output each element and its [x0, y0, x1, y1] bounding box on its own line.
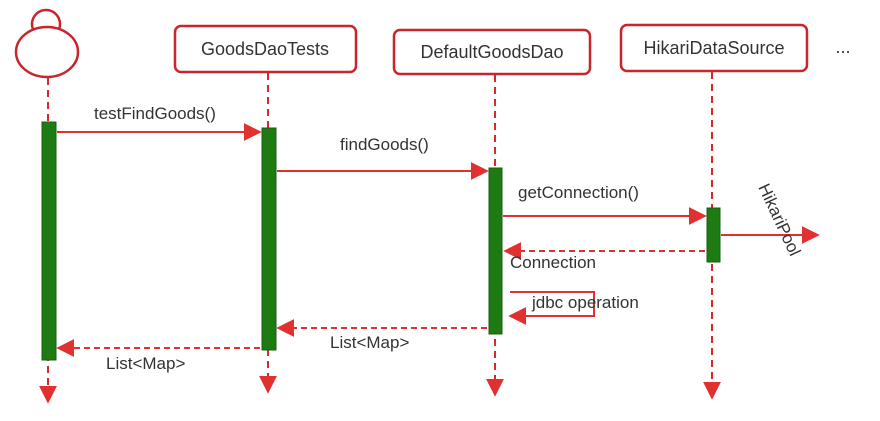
activation-bar-goodsdaotests — [261, 127, 277, 351]
message-label-findgoods: findGoods() — [340, 135, 429, 154]
return-label-connection: Connection — [510, 253, 596, 272]
actor-icon — [14, 8, 80, 79]
participant-goodsdaotests: GoodsDaoTests — [173, 24, 358, 74]
message-label-testfindgoods: testFindGoods() — [94, 104, 216, 123]
more-participants-indicator: ... — [835, 37, 850, 57]
message-label-getconnection: getConnection() — [518, 183, 639, 202]
self-call-label-jdbc: jdbc operation — [531, 293, 639, 312]
participant-label: HikariDataSource — [643, 38, 784, 58]
return-label-list-map-1: List<Map> — [330, 333, 409, 352]
activation-bar-actor — [41, 121, 57, 361]
participant-label: DefaultGoodsDao — [420, 42, 563, 62]
participant-hikaridatasource: HikariDataSource — [619, 23, 809, 73]
participant-label: GoodsDaoTests — [201, 39, 329, 59]
return-label-list-map-2: List<Map> — [106, 354, 185, 373]
self-call-arrow-jdbc — [508, 291, 595, 325]
participant-defaultgoodsdao: DefaultGoodsDao — [392, 28, 592, 76]
activation-bar-hikaridatasource — [706, 207, 721, 263]
external-target-hikaripool: HikariPool — [754, 181, 804, 259]
activation-bar-defaultgoodsdao — [488, 167, 503, 335]
